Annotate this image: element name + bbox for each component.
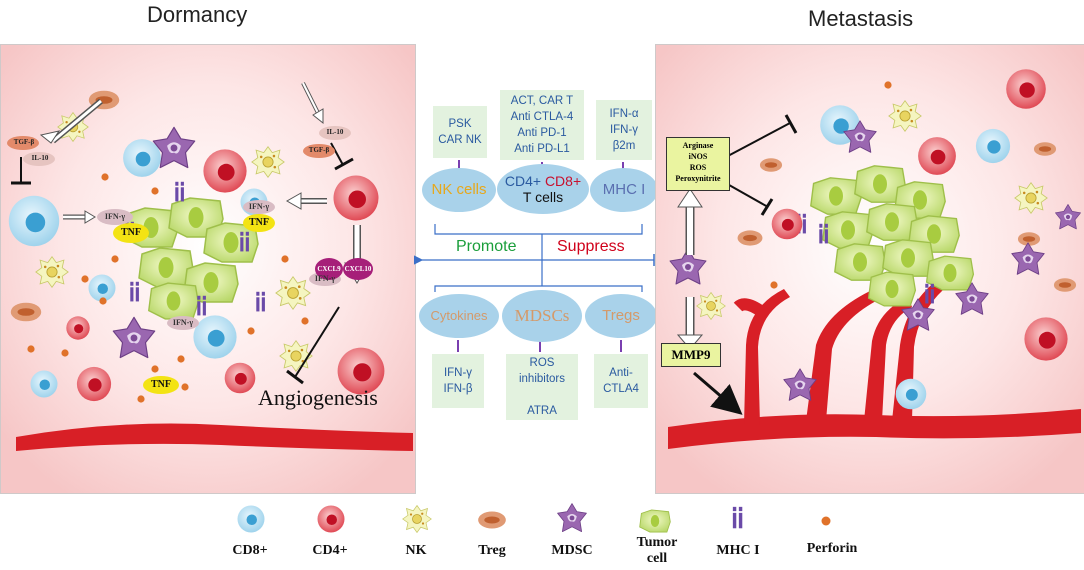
legend-mhc-label: MHC I — [716, 543, 760, 558]
nk-therapy-box: PSK CAR NK — [433, 106, 487, 158]
mhc-i-icon — [732, 506, 743, 529]
il10-label-right: IL-10 — [326, 128, 344, 136]
legend-treg-label: Treg — [478, 543, 506, 558]
dormancy-title: Dormancy — [147, 2, 248, 27]
cxcl9-label: CXCL9 — [317, 265, 341, 273]
legend-mdsc-label: MDSC — [551, 543, 593, 558]
ifn-gamma-label-1: IFN-γ — [104, 212, 126, 221]
t-cell-therapy-box: ACT, CAR T Anti CTLA-4 Anti PD-1 Anti PD… — [500, 90, 584, 160]
cytokines-oval: Cytokines — [419, 294, 499, 338]
enzyme-box: Arginase iNOS ROS Peroxynitrite — [666, 137, 730, 191]
mdscs-label: MDSCs — [514, 306, 570, 325]
angiogenesis-label: Angiogenesis — [258, 385, 378, 410]
mmp9-box: MMP9 — [661, 343, 721, 367]
mhc-oval: MHC I — [590, 168, 658, 212]
legend-cd4-label: CD4+ — [312, 543, 348, 558]
tgf-beta-label-left: TGF-β — [13, 138, 35, 146]
legend-cd8-label: CD8+ — [232, 543, 268, 558]
il10-label-left: IL-10 — [31, 154, 49, 162]
dormancy-illustration — [1, 45, 415, 493]
tregs-label: Tregs — [602, 307, 640, 324]
cd8-cell-icon — [237, 505, 265, 533]
cd8-label: CD8+ — [544, 173, 582, 189]
cytokine-therapy-box: IFN-γ IFN-β — [432, 354, 484, 408]
inos-label: iNOS — [688, 152, 708, 161]
dormancy-panel: TGF-β IL-10 IL-10 TGF-β IFN-γ TNF IFN-γ … — [0, 44, 416, 494]
center-connectors — [414, 160, 655, 352]
peroxynitrite-label: Peroxynitrite — [675, 174, 721, 183]
suppress-label: Suppress — [557, 238, 625, 255]
mdsc-cell-icon — [557, 503, 587, 532]
t-cells-label: T cells — [522, 189, 564, 205]
treg-therapy-box: Anti- CTLA4 — [594, 354, 648, 408]
mdsc-therapy-box: ROS inhibitors ATRA — [506, 354, 578, 420]
metastasis-illustration — [656, 45, 1084, 493]
t-cells-oval: CD4+ CD8+ T cells — [497, 164, 589, 214]
treg-cell-icon — [478, 511, 506, 529]
tnf-label-2: TNF — [249, 217, 269, 228]
arginase-label: Arginase — [682, 141, 714, 150]
tumor-cell-icon — [639, 509, 671, 533]
cytokines-label: Cytokines — [430, 308, 488, 323]
metastasis-panel: Arginase iNOS ROS Peroxynitrite MMP9 — [655, 44, 1084, 494]
metastasis-title: Metastasis — [808, 6, 914, 31]
tnf-label-3: TNF — [151, 379, 171, 390]
tnf-label-1: TNF — [121, 227, 141, 238]
legend-tumor-label: Tumor cell — [636, 535, 678, 566]
legend-icons — [237, 503, 831, 533]
legend-perforin-label: Perforin — [806, 541, 858, 556]
nk-cells-label: NK cells — [431, 181, 487, 198]
promote-label: Promote — [456, 238, 517, 255]
ifn-gamma-label-2: IFN-γ — [248, 202, 270, 211]
cd4-cell-icon — [317, 505, 345, 533]
cd4-label: CD4+ — [504, 173, 542, 189]
mhc-therapy-box: IFN-α IFN-γ β2m — [596, 100, 652, 160]
nk-cells-oval: NK cells — [422, 168, 496, 212]
ros-label: ROS — [689, 163, 707, 172]
tgf-beta-label-right: TGF-β — [308, 146, 330, 154]
cxcl10-label: CXCL10 — [344, 265, 372, 273]
mdscs-oval: MDSCs — [502, 290, 582, 342]
ifn-gamma-label-4: IFN-γ — [314, 274, 336, 283]
legend-nk-label: NK — [405, 543, 427, 558]
ifn-gamma-label-3: IFN-γ — [172, 318, 194, 327]
t-cells-subtype-line: CD4+ CD8+ — [505, 173, 581, 189]
mhc-label: MHC I — [602, 181, 646, 198]
perforin-icon — [821, 516, 831, 526]
nk-cell-icon — [402, 505, 432, 533]
tregs-oval: Tregs — [585, 294, 657, 338]
